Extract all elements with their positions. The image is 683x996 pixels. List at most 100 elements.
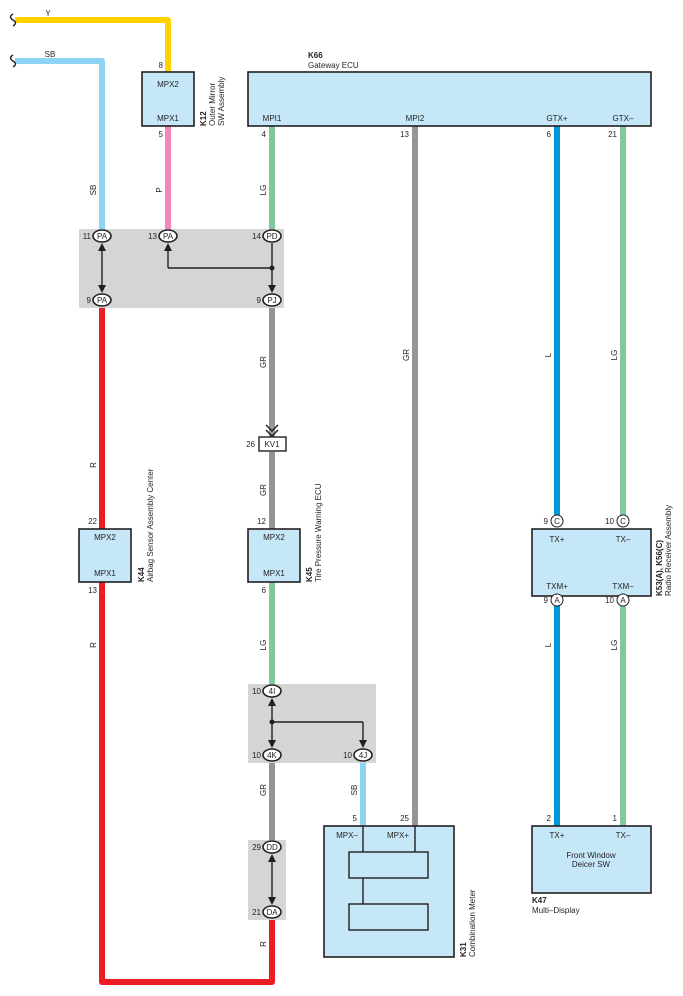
combination-meter-box xyxy=(323,825,455,958)
airbag-sensor-box xyxy=(78,528,132,583)
junction-code: PJ xyxy=(267,296,276,305)
gateway-pin-num-13: 13 xyxy=(400,130,409,139)
junction-num: 10 xyxy=(252,687,261,696)
junction-num: 13 xyxy=(148,232,157,241)
wire-label-l-txm: L xyxy=(544,642,553,647)
meter-name: Combination Meter xyxy=(468,889,477,957)
radio-pin-txm-minus: TXM– xyxy=(612,582,634,591)
wire-label-sb-left: SB xyxy=(89,185,98,196)
gateway-ecu-code: K66 xyxy=(308,51,323,60)
gateway-ecu-box xyxy=(247,71,652,127)
junction-13-pa: PA 13 xyxy=(148,229,178,243)
multi-display-box xyxy=(531,825,652,894)
wire-label-gr-mpi2: GR xyxy=(402,349,411,361)
tire-pressure-code: K45 xyxy=(305,567,314,582)
junction-num: 9 xyxy=(87,296,92,305)
radio-conn-c-2-label: C xyxy=(620,517,626,526)
wire-label-r-airbag-low: R xyxy=(89,642,98,648)
multi-display-inner-1: Front Window xyxy=(566,851,616,860)
junction-code: DD xyxy=(266,843,278,852)
outer-mirror-pin-num-5: 5 xyxy=(159,130,164,139)
outer-mirror-sw-box xyxy=(141,71,195,127)
meter-pin-mpx-plus: MPX+ xyxy=(387,831,409,840)
tire-pressure-pin-num-12: 12 xyxy=(257,517,266,526)
outer-mirror-name-2: SW Assembly xyxy=(217,77,226,126)
junction-mid-links xyxy=(268,698,367,748)
gateway-ecu-name: Gateway ECU xyxy=(308,61,359,70)
junction-10-4j: 4J 10 xyxy=(343,748,373,762)
tire-pressure-ecu-box xyxy=(247,528,301,583)
junction-code: DA xyxy=(266,908,278,917)
junction-29-dd: DD 29 xyxy=(252,840,282,854)
junction-10-4i: 4I 10 xyxy=(252,684,282,698)
radio-num-top-9: 9 xyxy=(544,517,549,526)
junction-9-pa: PA 9 xyxy=(87,293,112,307)
kv1-num: 26 xyxy=(246,440,255,449)
gateway-pin-num-6: 6 xyxy=(547,130,552,139)
junction-code: PA xyxy=(97,232,108,241)
airbag-name: Airbag Sensor Assembly Center xyxy=(146,468,155,582)
gateway-pin-mpi1: MPI1 xyxy=(263,114,282,123)
junction-upper-links xyxy=(98,243,276,293)
multi-display-pin-num-1: 1 xyxy=(613,814,618,823)
junction-11-pa: PA 11 xyxy=(83,229,112,243)
wire-label-r-airbag: R xyxy=(89,462,98,468)
radio-conn-a-2 xyxy=(616,593,630,607)
junction-num: 11 xyxy=(83,232,92,241)
junction-14-pd: PD 14 xyxy=(252,229,282,243)
outer-mirror-pin-mpx1: MPX1 xyxy=(157,114,179,123)
junction-lower-links xyxy=(268,854,276,905)
multi-display-pin-tx-minus: TX– xyxy=(616,831,631,840)
outer-mirror-code: K12 xyxy=(199,111,208,126)
multi-display-name: Multi–Display xyxy=(532,906,580,915)
airbag-pin-mpx2: MPX2 xyxy=(94,533,116,542)
radio-conn-a-1 xyxy=(550,593,564,607)
junction-num: 9 xyxy=(257,296,262,305)
wire-r-airbag-low xyxy=(99,582,275,985)
outer-mirror-pin-num-8: 8 xyxy=(159,61,164,70)
junction-num: 10 xyxy=(343,751,352,760)
radio-conn-a-1-label: A xyxy=(554,596,560,605)
wire-break-mark-sb xyxy=(9,54,17,68)
junction-10-4k: 4K 10 xyxy=(252,748,282,762)
wire-label-r-bottom: R xyxy=(259,941,268,947)
tire-pressure-pin-mpx1: MPX1 xyxy=(263,569,285,578)
junction-num: 29 xyxy=(252,843,261,852)
junction-num: 14 xyxy=(252,232,261,241)
radio-pin-tx-plus: TX+ xyxy=(550,535,565,544)
radio-num-bottom-9: 9 xyxy=(544,596,549,605)
radio-code: K53(A), K56(C) xyxy=(655,540,664,596)
radio-num-bottom-10: 10 xyxy=(605,596,614,605)
connector-kv1: KV1 26 xyxy=(246,424,287,452)
tire-pressure-name: Tire Pressure Warning ECU xyxy=(314,483,323,582)
wire-label-gr-4k: GR xyxy=(259,784,268,796)
junction-num: 10 xyxy=(252,751,261,760)
radio-name: Radio Receiver Assembly xyxy=(664,505,673,596)
junction-code: PA xyxy=(97,296,108,305)
wire-label-p: P xyxy=(155,187,164,192)
wire-break-mark-y xyxy=(9,13,17,27)
gateway-pin-gtx-minus: GTX– xyxy=(613,114,634,123)
radio-conn-c-1-label: C xyxy=(554,517,560,526)
wire-label-sb-top: SB xyxy=(45,50,56,59)
radio-pin-txm-plus: TXM+ xyxy=(546,582,568,591)
multi-display-code: K47 xyxy=(532,896,547,905)
wire-label-gr-kv1: GR xyxy=(259,484,268,496)
airbag-pin-mpx1: MPX1 xyxy=(94,569,116,578)
multi-display-pin-tx-plus: TX+ xyxy=(550,831,565,840)
wire-label-sb-4j: SB xyxy=(350,785,359,796)
wire-label-lg-k45: LG xyxy=(259,640,268,651)
airbag-code: K44 xyxy=(137,567,146,582)
wire-sb-top xyxy=(15,58,105,229)
meter-pin-num-5: 5 xyxy=(353,814,358,823)
wire-label-lg-mpi1: LG xyxy=(259,185,268,196)
junction-9-pj: PJ 9 xyxy=(257,293,282,307)
radio-pin-tx-minus: TX– xyxy=(616,535,631,544)
junction-code: 4I xyxy=(269,687,276,696)
gateway-pin-num-4: 4 xyxy=(262,130,267,139)
junction-num: 21 xyxy=(252,908,261,917)
kv1-code: KV1 xyxy=(264,440,280,449)
radio-conn-c-2 xyxy=(616,514,630,528)
gateway-pin-gtx-plus: GTX+ xyxy=(546,114,567,123)
